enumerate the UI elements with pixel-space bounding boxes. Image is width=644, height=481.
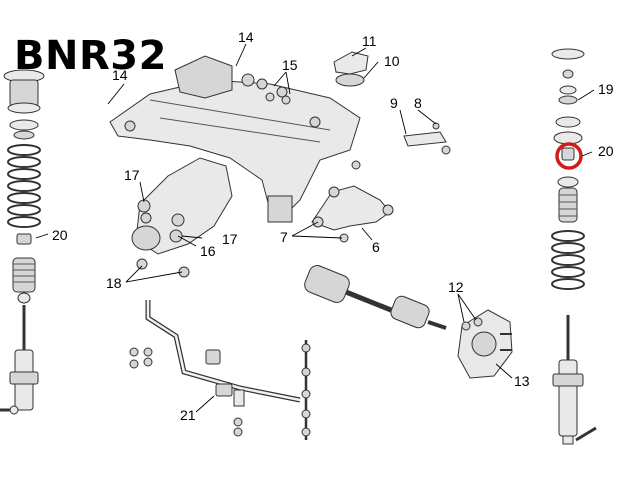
differential-mount (131, 157, 233, 278)
rear-member-subframe (109, 55, 361, 223)
callout-labels: 14 20 14 15 11 10 9 8 19 20 17 17 16 18 … (52, 29, 614, 423)
member-stopper-parts (333, 51, 369, 87)
callout-16: 16 (200, 243, 216, 259)
callout-21: 21 (180, 407, 196, 423)
axle-housing (457, 309, 513, 379)
callout-11: 11 (362, 33, 377, 49)
callout-17-b: 17 (222, 231, 238, 247)
callout-10: 10 (384, 53, 400, 69)
leader-lines (35, 43, 595, 413)
callout-9: 9 (390, 95, 398, 111)
callout-14-left: 14 (112, 67, 128, 83)
callout-20-right: 20 (598, 143, 614, 159)
model-title: BNR32 (14, 33, 167, 79)
right-strut-assembly (551, 48, 597, 445)
callout-12: 12 (448, 279, 464, 295)
callout-14-top: 14 (238, 29, 254, 45)
callout-15: 15 (282, 57, 298, 73)
drive-shaft (304, 265, 447, 330)
highlight-ring (555, 142, 583, 170)
left-strut-assembly (0, 69, 45, 415)
lower-arm (311, 160, 394, 243)
stabilizer-bar (129, 300, 311, 440)
callout-8: 8 (414, 95, 422, 111)
callout-6: 6 (372, 239, 380, 255)
upper-link-parts (403, 122, 451, 155)
callout-17-a: 17 (124, 167, 140, 183)
callout-20-left: 20 (52, 227, 68, 243)
callout-19: 19 (598, 81, 614, 97)
callout-18: 18 (106, 275, 122, 291)
callout-13: 13 (514, 373, 530, 389)
callout-7: 7 (280, 229, 288, 245)
